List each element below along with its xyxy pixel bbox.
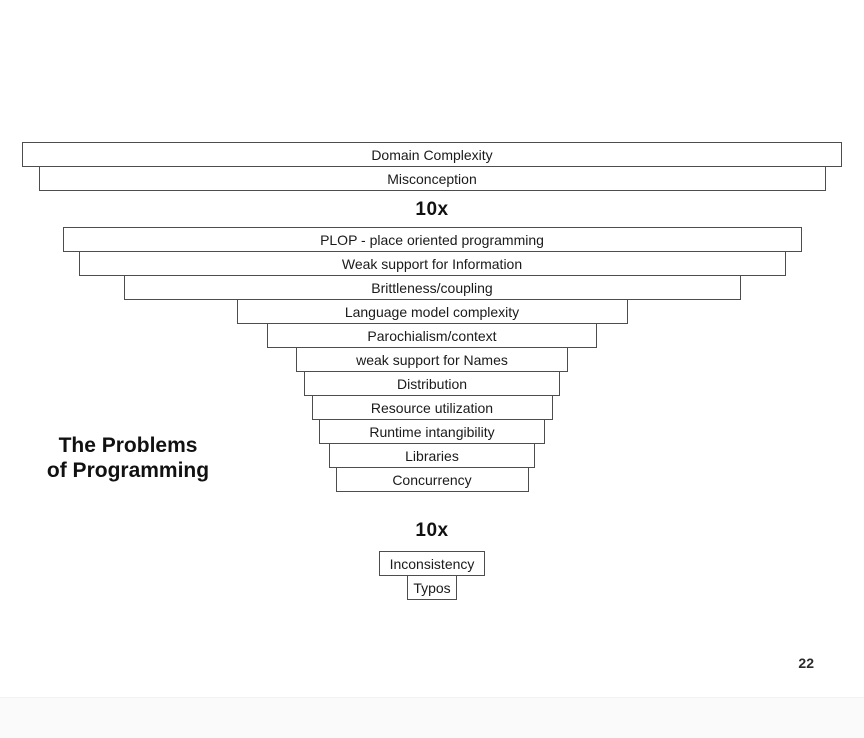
funnel-bar-runtime-intangibility: Runtime intangibility [319, 419, 545, 444]
funnel-bar-parochialism-context: Parochialism/context [267, 323, 597, 348]
funnel-bar-weak-support-for-names: weak support for Names [296, 347, 568, 372]
funnel-bar-resource-utilization: Resource utilization [311, 395, 553, 420]
funnel-bar-typos: Typos [407, 575, 457, 600]
funnel-bar-weak-support-for-information: Weak support for Information [78, 251, 786, 276]
page-number: 22 [798, 655, 814, 671]
footer-band [0, 697, 864, 738]
slide-title-line2: of Programming [46, 459, 210, 482]
slide-title: The Problems of Programming [22, 433, 234, 483]
funnel-bar-plop-place-oriented-programming: PLOP - place oriented programming [62, 227, 802, 252]
funnel-bar-domain-complexity: Domain Complexity [22, 142, 842, 167]
funnel-bar-misconception: Misconception [38, 166, 826, 191]
multiplier-label-bottom: 10x [415, 520, 449, 541]
funnel-bar-libraries: Libraries [329, 443, 535, 468]
funnel-bar-inconsistency: Inconsistency [379, 551, 485, 576]
funnel-bar-language-model-complexity: Language model complexity [236, 299, 628, 324]
funnel-bar-brittleness-coupling: Brittleness/coupling [123, 275, 741, 300]
funnel-bar-concurrency: Concurrency [335, 467, 529, 492]
funnel-bar-distribution: Distribution [304, 371, 560, 396]
multiplier-label-top: 10x [415, 199, 449, 220]
slide-title-line1: The Problems [58, 434, 198, 457]
